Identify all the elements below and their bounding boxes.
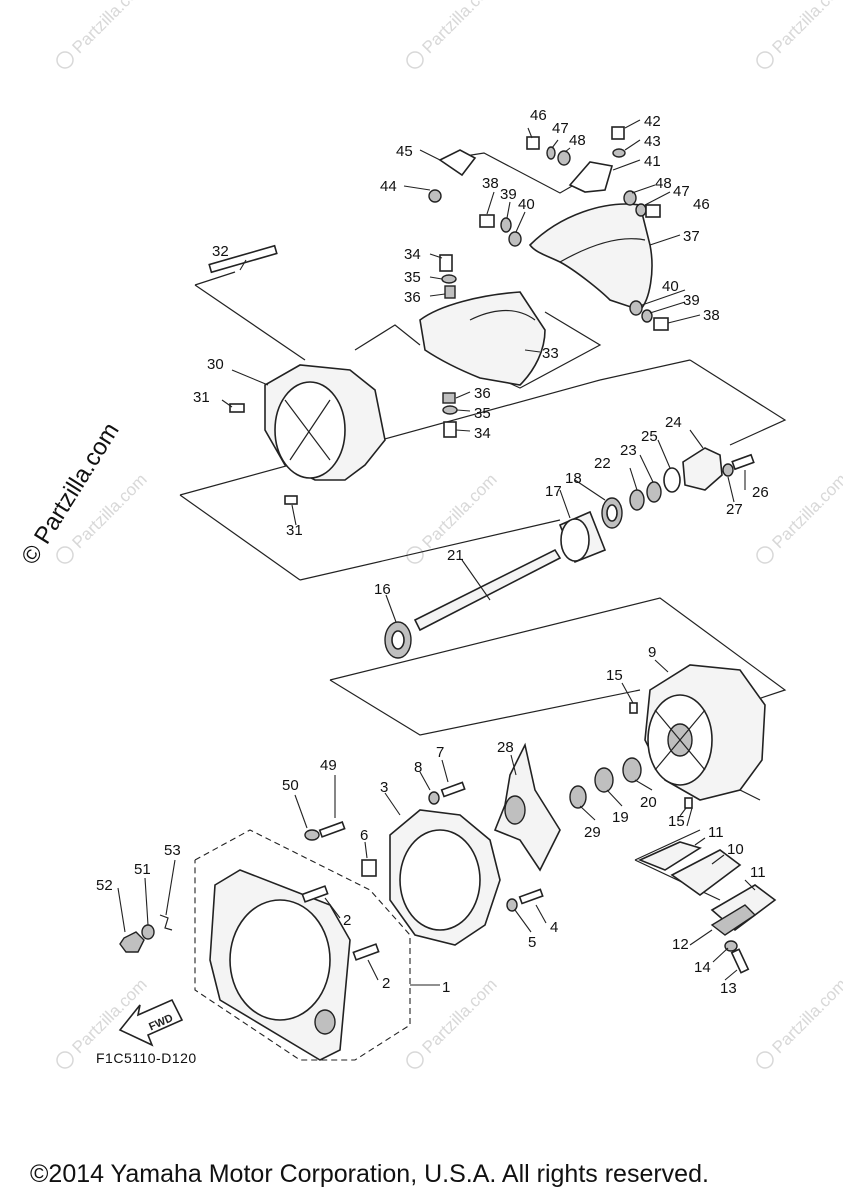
watermark-tile: Partzilla.com — [756, 0, 843, 69]
callout-24: 24 — [665, 414, 682, 431]
callout-1: 1 — [442, 979, 450, 996]
callout-12: 12 — [672, 936, 689, 953]
callout-39: 39 — [683, 292, 700, 309]
watermark-text: Partzilla.com — [69, 0, 151, 57]
callout-40: 40 — [518, 196, 535, 213]
watermark-text: Partzilla.com — [769, 0, 843, 57]
callout-36: 36 — [404, 289, 421, 306]
callout-46: 46 — [530, 107, 547, 124]
callout-51: 51 — [134, 861, 151, 878]
leader-lines — [117, 119, 756, 981]
callout-38: 38 — [703, 307, 720, 324]
callout-27: 27 — [726, 501, 743, 518]
callout-37: 37 — [683, 228, 700, 245]
callout-10: 10 — [727, 841, 744, 858]
diagram-code: F1C5110-D120 — [96, 1050, 197, 1066]
callout-14: 14 — [694, 959, 711, 976]
callout-6: 6 — [360, 827, 368, 844]
callout-25: 25 — [641, 428, 658, 445]
callout-2: 2 — [343, 912, 351, 929]
callout-3: 3 — [380, 779, 388, 796]
callout-5: 5 — [528, 934, 536, 951]
callout-34: 34 — [474, 425, 491, 442]
callout-15: 15 — [668, 813, 685, 830]
watermark-text: Partzilla.com — [419, 975, 501, 1057]
callout-31: 31 — [286, 522, 303, 539]
callout-33: 33 — [542, 345, 559, 362]
callout-40: 40 — [662, 278, 679, 295]
callout-21: 21 — [447, 547, 464, 564]
callout-28: 28 — [497, 739, 514, 756]
callout-8: 8 — [414, 759, 422, 776]
callout-20: 20 — [640, 794, 657, 811]
callout-22: 22 — [594, 455, 611, 472]
callout-2: 2 — [382, 975, 390, 992]
callout-36: 36 — [474, 385, 491, 402]
callout-30: 30 — [207, 356, 224, 373]
part-callouts: 1 2 2 3 4 5 6 7 8 9 10 11 11 12 13 14 15… — [96, 107, 769, 997]
callout-35: 35 — [474, 405, 491, 422]
callout-46: 46 — [693, 196, 710, 213]
callout-11: 11 — [750, 864, 766, 881]
callout-17: 17 — [545, 483, 562, 500]
callout-48: 48 — [569, 132, 586, 149]
callout-42: 42 — [644, 113, 661, 130]
callout-19: 19 — [612, 809, 629, 826]
callout-49: 49 — [320, 757, 337, 774]
callout-18: 18 — [565, 470, 582, 487]
watermark-tile: Partzilla.com — [406, 0, 501, 69]
callout-4: 4 — [550, 919, 558, 936]
watermark-tile: Partzilla.com — [406, 975, 501, 1069]
callout-38: 38 — [482, 175, 499, 192]
callout-23: 23 — [620, 442, 637, 459]
callout-26: 26 — [752, 484, 769, 501]
watermark-tile: Partzilla.com — [756, 975, 843, 1069]
callout-15: 15 — [606, 667, 623, 684]
watermark-tile: Partzilla.com — [56, 0, 151, 69]
callout-39: 39 — [500, 186, 517, 203]
callout-53: 53 — [164, 842, 181, 859]
callout-31: 31 — [193, 389, 210, 406]
callout-29: 29 — [584, 824, 601, 841]
callout-50: 50 — [282, 777, 299, 794]
callout-44: 44 — [380, 178, 397, 195]
parts-artwork — [119, 126, 777, 1061]
callout-35: 35 — [404, 269, 421, 286]
callout-47: 47 — [552, 120, 569, 137]
watermark-text: Partzilla.com — [769, 975, 843, 1057]
callout-45: 45 — [396, 143, 413, 160]
callout-48: 48 — [655, 175, 672, 192]
callout-34: 34 — [404, 246, 421, 263]
callout-52: 52 — [96, 877, 113, 894]
callout-32: 32 — [212, 243, 229, 260]
callout-16: 16 — [374, 581, 391, 598]
callout-7: 7 — [436, 744, 444, 761]
copyright-notice: ©2014 Yamaha Motor Corporation, U.S.A. A… — [30, 1160, 709, 1188]
watermark-text: Partzilla.com — [419, 470, 501, 552]
callout-47: 47 — [673, 183, 690, 200]
callout-9: 9 — [648, 644, 656, 661]
callout-43: 43 — [644, 133, 661, 150]
callout-11: 11 — [708, 824, 724, 841]
watermark-text: Partzilla.com — [419, 0, 501, 57]
callout-41: 41 — [644, 153, 661, 170]
watermark-text: Partzilla.com — [769, 470, 843, 552]
callout-13: 13 — [720, 980, 737, 997]
